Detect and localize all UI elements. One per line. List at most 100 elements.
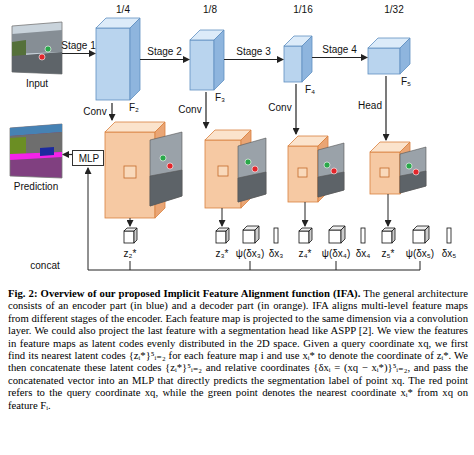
concat-line — [130, 261, 131, 270]
encoding-label: ψ(δx₅) — [406, 248, 434, 260]
head-arrow — [385, 76, 386, 140]
encoder-block-shape — [190, 30, 224, 90]
photo-road — [150, 170, 182, 206]
cuboid-side — [214, 30, 224, 90]
photo-trees — [12, 40, 26, 57]
photo-road — [318, 172, 344, 197]
conv-label: Conv — [83, 106, 106, 118]
encoding-label: ψ(δx₄) — [322, 248, 350, 260]
seg-sidewalk — [10, 152, 62, 160]
node-label: Prediction — [14, 181, 58, 193]
scale-label: 1/16 — [293, 4, 312, 16]
cuboid-front — [368, 48, 400, 74]
query-point — [331, 168, 337, 174]
query-point — [167, 163, 173, 169]
photo-road — [12, 52, 62, 74]
points — [160, 155, 419, 175]
figure-caption: Fig. 2: Overview of our proposed Implici… — [8, 287, 468, 411]
latent-codes — [124, 226, 451, 243]
latent-code-label: z₄* — [299, 248, 312, 260]
stage-arrow — [140, 59, 189, 60]
caption-text: The general architecture consists of an … — [8, 287, 468, 411]
encoder-block: 1/32F₅ — [368, 38, 410, 74]
stage-arrow — [224, 59, 283, 60]
latent-cube — [226, 228, 229, 243]
concat-lines — [88, 168, 420, 270]
cuboid-side — [302, 36, 312, 82]
psi-cube — [243, 230, 255, 243]
latent-arrow — [305, 202, 306, 226]
mlp-box: MLP — [72, 150, 104, 166]
cuboid-front — [96, 28, 130, 100]
stage-label: Stage 2 — [147, 46, 181, 58]
latent-cube — [392, 228, 395, 243]
stage-arrow — [63, 154, 72, 155]
delta-bar — [361, 228, 365, 243]
nearest-point — [45, 46, 51, 52]
query-point — [413, 169, 419, 175]
photo-overlay — [238, 138, 266, 202]
conv-arrow — [205, 92, 206, 128]
latent-cube — [309, 228, 312, 243]
latent-code-label: z₂* — [124, 248, 137, 260]
latent-marker — [380, 168, 389, 177]
encoder-block-shape — [368, 38, 410, 74]
latent-arrow — [222, 208, 223, 226]
latent-cube — [299, 231, 309, 243]
concat-line — [336, 261, 337, 270]
node-label: F₂ — [129, 102, 139, 114]
conv-label: Conv — [178, 104, 201, 116]
node-label: Input — [26, 78, 48, 90]
encoding-label: ψ(δx₃) — [236, 248, 264, 260]
photo-overlay — [400, 147, 426, 193]
prediction-image: Prediction — [10, 124, 62, 178]
photo-overlay — [318, 143, 344, 197]
delta-bar — [447, 228, 451, 243]
stage-arrow — [312, 57, 367, 58]
latent-code-label: z₃* — [216, 248, 229, 260]
latent-code-label: z₅* — [382, 248, 395, 260]
scale-label: 1/4 — [116, 4, 130, 16]
psi-cube — [425, 226, 429, 243]
latent-cube — [216, 231, 226, 243]
head-label: Head — [358, 100, 382, 112]
offset-label: δx₄ — [356, 248, 371, 260]
decoder-front — [105, 132, 155, 218]
psi-cube — [341, 226, 345, 243]
stage-label: Stage 1 — [61, 40, 95, 52]
scale-label: 1/32 — [384, 4, 403, 16]
latent-cube — [134, 228, 137, 243]
decoder-front — [205, 140, 241, 208]
input-image: Input — [12, 22, 62, 74]
latent-marker — [298, 168, 307, 177]
delta-bar — [274, 228, 278, 243]
latent-marker — [124, 166, 136, 178]
concat-label: concat — [30, 260, 59, 272]
seg-car — [40, 147, 54, 156]
node-label: F₄ — [305, 84, 315, 96]
conv-arrow — [111, 103, 112, 120]
psi-cube — [255, 226, 259, 243]
decoder-blocks — [105, 122, 410, 218]
caption-title: Fig. 2: Overview of our proposed Implici… — [8, 287, 360, 299]
photo-frame — [12, 22, 62, 74]
photo-road — [238, 172, 266, 202]
conv-label: Conv — [268, 102, 291, 114]
offset-label: δx₃ — [269, 248, 284, 260]
decoder-front — [288, 146, 318, 202]
feature-overlays — [150, 132, 426, 206]
latent-arrows — [130, 194, 388, 226]
node-label: MLP — [79, 153, 100, 165]
encoder-block-shape — [284, 36, 312, 82]
cuboid-side — [400, 38, 410, 74]
concat-line — [250, 261, 251, 270]
node-label: F₅ — [401, 76, 411, 88]
scale-label: 1/8 — [203, 4, 217, 16]
cuboid-side — [130, 18, 140, 100]
nearest-point — [160, 155, 166, 161]
latent-arrow — [130, 218, 131, 226]
concat-line — [88, 270, 420, 271]
nearest-point — [245, 159, 251, 165]
query-point — [39, 54, 45, 60]
encoder-block: 1/4F₂ — [96, 18, 140, 100]
